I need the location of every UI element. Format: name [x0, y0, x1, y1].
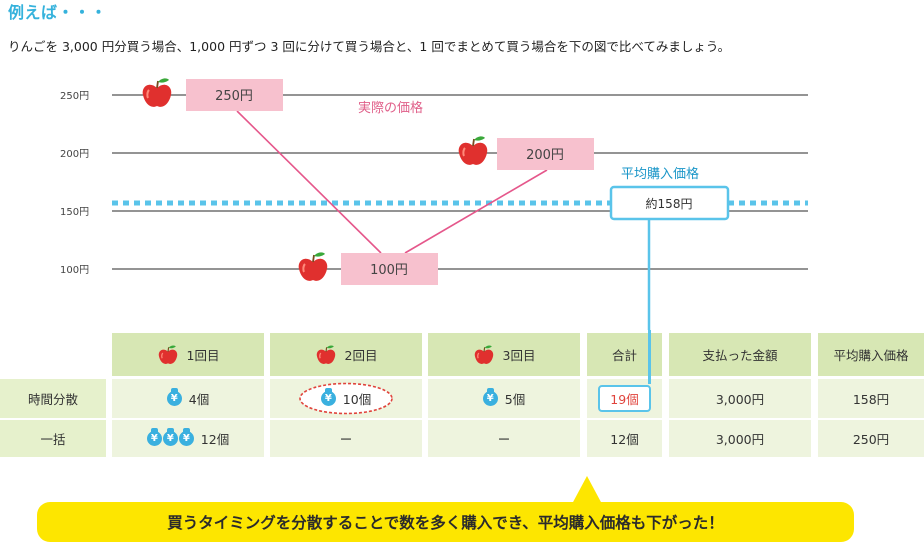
header-cell-avg: 平均購入価格 — [818, 333, 924, 376]
row-label-lump-sum: 一括 — [0, 420, 106, 457]
table-cell: ¥ 10個 — [270, 379, 422, 418]
table-cell: ¥ 5個 — [428, 379, 580, 418]
price-line-segment-2 — [404, 169, 548, 254]
price-box-200 — [497, 138, 594, 170]
header-label: 2回目 — [344, 348, 378, 363]
average-value-box — [609, 185, 730, 221]
ytick-label-250: 250円 — [60, 91, 89, 102]
average-connector-line-lower — [648, 330, 651, 384]
apple-icon — [457, 135, 489, 166]
apple-icon — [473, 344, 494, 365]
ytick-label-150: 150円 — [60, 207, 89, 218]
apple-icon — [297, 251, 329, 282]
table-cell: 158円 — [818, 379, 924, 418]
table-cell-total: 12個 — [587, 420, 662, 457]
header-cell-1st: 1回目 — [112, 333, 264, 376]
table-cell-total: 19個 — [587, 379, 662, 418]
series-label: 実際の価格 — [358, 100, 423, 116]
price-label-200: 200円 — [526, 148, 564, 163]
header-cell-paid: 支払った金額 — [669, 333, 811, 376]
price-label-100: 100円 — [370, 263, 408, 278]
header-label: 3回目 — [502, 348, 536, 363]
table-cell: ー — [428, 420, 580, 457]
table-cell: 3,000円 — [669, 379, 811, 418]
heading: 例えば・・・ — [8, 3, 108, 22]
header-label: 平均購入価格 — [833, 348, 909, 363]
table-cell: 3,000円 — [669, 420, 811, 457]
callout-pointer — [572, 476, 602, 504]
price-line-segment-1 — [236, 110, 382, 254]
yen-coin-icon: ¥ — [146, 428, 162, 446]
row-label-dispersed: 時間分散 — [0, 379, 106, 418]
table-cell: ー — [270, 420, 422, 457]
yen-coin-icon: ¥ — [166, 388, 182, 406]
ytick-label-100: 100円 — [60, 265, 89, 276]
header-label: 合計 — [611, 348, 637, 363]
yen-coin-icon: ¥ — [482, 388, 498, 406]
conclusion-callout: 買うタイミングを分散することで数を多く購入でき、平均購入価格も下がった！ — [37, 502, 854, 542]
apple-icon — [157, 344, 178, 365]
header-cell-3rd: 3回目 — [428, 333, 580, 376]
apple-icon — [141, 77, 173, 108]
header-label: 1回目 — [186, 348, 220, 363]
average-value-label: 約158円 — [646, 196, 693, 211]
average-label: 平均購入価格 — [621, 166, 699, 182]
table-cell: ¥ ¥ ¥ 12個 — [112, 420, 264, 457]
starburst-highlight-icon — [299, 382, 393, 415]
ytick-label-200: 200円 — [60, 149, 89, 160]
intro-text: りんごを 3,000 円分買う場合、1,000 円ずつ 3 回に分けて買う場合と… — [8, 39, 731, 54]
table-cell: ¥ 4個 — [112, 379, 264, 418]
apple-icon — [315, 344, 336, 365]
price-label-250: 250円 — [215, 89, 253, 104]
price-box-100 — [341, 253, 438, 285]
table-cell: 250円 — [818, 420, 924, 457]
price-chart: 250円 200円 150円 100円 250円 100円 200円 実際の価格… — [60, 77, 808, 330]
yen-coin-icon: ¥ — [162, 428, 178, 446]
header-label: 支払った金額 — [702, 348, 778, 363]
header-cell-2nd: 2回目 — [270, 333, 422, 376]
yen-coin-icon: ¥ — [178, 428, 194, 446]
price-box-250 — [186, 79, 283, 111]
yen-coin-icon: ¥ — [320, 388, 336, 406]
